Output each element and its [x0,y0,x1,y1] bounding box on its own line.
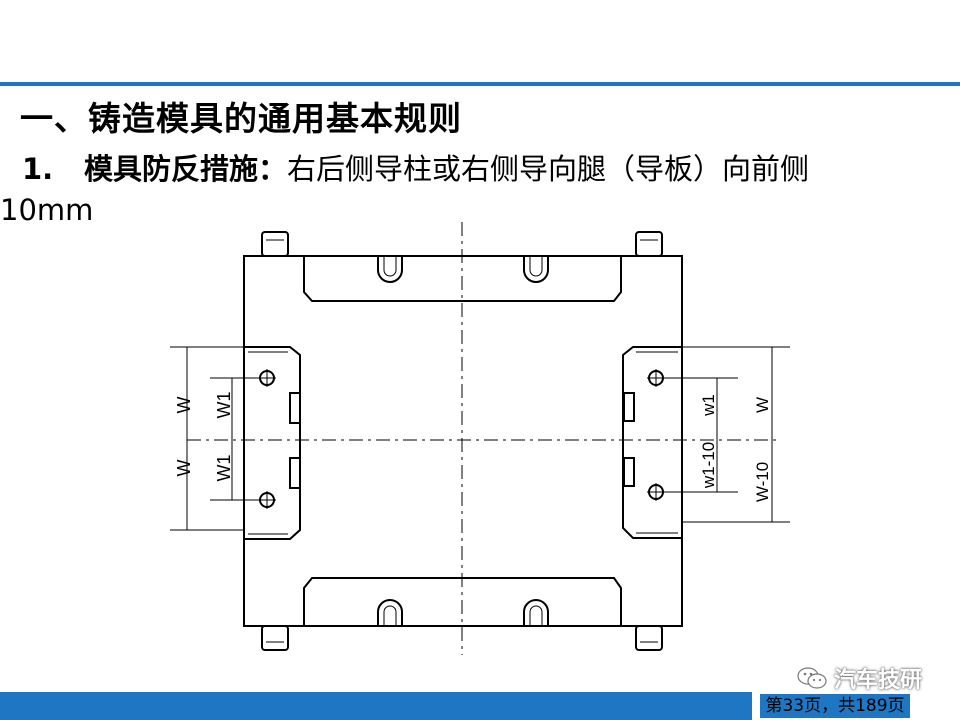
left-dimensions [170,346,258,531]
u-slot-top-right [523,256,549,283]
dim-left-W-top: W [174,397,194,414]
dim-left-W-bottom: W [174,460,194,477]
dim-right-w1-10: w1-10 [699,442,718,489]
watermark: 汽车技研 [796,662,922,694]
item-heading: 模具防反措施： [84,152,288,186]
guide-pin-top-right [635,231,663,257]
guide-pin-top-left [261,231,289,257]
mold-outer-frame [243,255,683,627]
dim-left-W1-bottom: W1 [214,455,234,482]
top-slot [303,256,622,302]
guide-pin-bottom-right [635,625,663,651]
dim-left-W1-top: W1 [214,392,234,419]
mold-technical-drawing: W W1 W W1 w1 W w1-10 W-10 [170,222,790,655]
page-number: 第33页，共189页 [760,694,910,718]
right-dimensions [665,346,790,523]
u-slot-top-left [377,256,403,283]
guide-block-left-lower [289,457,301,489]
header-rule [0,82,960,86]
rule-item: 1. 模具防反措施：右后侧导柱或右侧导向腿（导板）向前侧 [22,146,809,188]
wechat-icon [797,667,827,689]
item-text: 右后侧导柱或右侧导向腿（导板）向前侧 [287,152,810,186]
guide-block-right-upper [623,392,635,422]
page-title: 一、铸造模具的通用基本规则 [20,99,462,138]
item-text-continued: 10mm [0,193,94,227]
right-cutout [622,346,682,539]
dim-right-W-10: W-10 [753,462,772,502]
guide-pin-bottom-left [261,625,289,651]
left-cutout [244,346,301,540]
watermark-text: 汽车技研 [834,668,923,693]
bottom-slot [303,577,622,626]
dim-right-w1: w1 [699,394,718,417]
guide-block-right-lower [623,457,635,487]
item-number: 1. [22,152,54,186]
u-slot-bottom-left [377,599,403,626]
dim-right-W: W [753,397,772,413]
guide-block-left-upper [289,392,301,424]
u-slot-bottom-right [523,599,549,626]
